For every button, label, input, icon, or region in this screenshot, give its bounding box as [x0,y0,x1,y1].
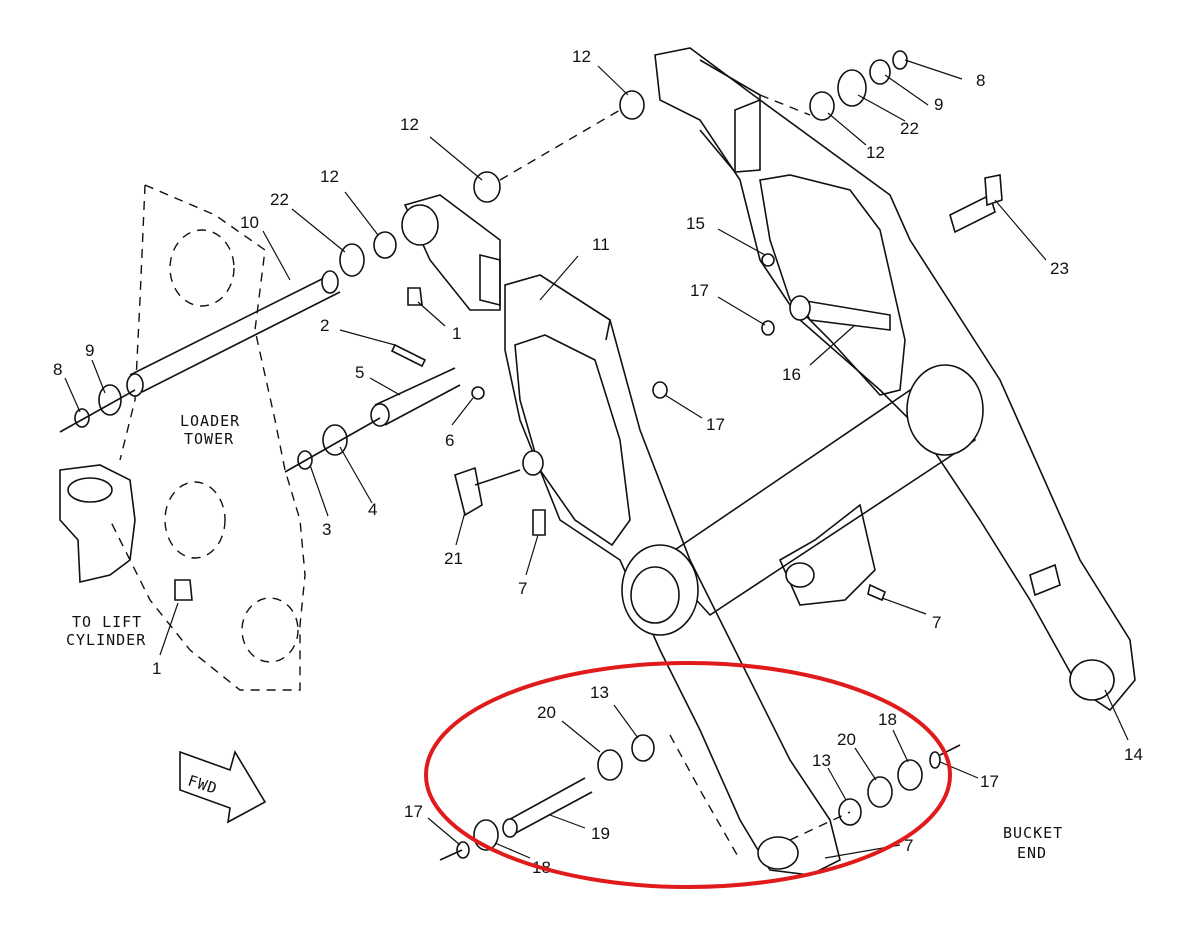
pin-10-assembly [59,231,397,433]
leader-lines [64,59,1129,859]
bucket-end-caption-line2: END [1017,844,1047,862]
top-right-pin-stack [473,50,908,203]
callout-label: 14 [1124,745,1143,764]
callout-label: 7 [518,579,527,598]
callout-label: 9 [85,341,94,360]
callout-label: 5 [355,363,364,382]
callout-label: 12 [572,47,591,66]
callout-label: 19 [591,824,610,843]
highlight-ellipse [424,661,952,889]
lift-cylinder-caption-line2: CYLINDER [66,631,146,649]
callout-label: 12 [866,143,885,162]
callout-label: 4 [368,500,377,519]
pin-19-assembly [439,734,961,861]
callout-label: 21 [444,549,463,568]
callout-label: 18 [878,710,897,729]
callout-label: 2 [320,316,329,335]
tower-pivot-block [401,194,501,311]
callout-numbers: 12 8 9 22 12 12 12 22 10 11 15 23 17 16 … [53,47,1143,877]
callout-label: 6 [445,431,454,450]
grease-fitting-1-lower [174,579,193,601]
callout-label: 8 [53,360,62,379]
callout-label: 11 [592,235,610,254]
callout-label: 17 [706,415,725,434]
callout-label: 15 [686,214,705,233]
callout-label: 13 [590,683,609,702]
callout-label: 3 [322,520,331,539]
callout-label: 23 [1050,259,1069,278]
callout-label: 22 [900,119,919,138]
callout-label: 20 [837,730,856,749]
lift-cylinder-caption-line1: TO LIFT [72,613,142,631]
loader-tower-caption-line1: LOADER [180,412,240,430]
callout-label: 17 [980,772,999,791]
callout-label: 9 [934,95,943,114]
pin-23 [652,174,1003,399]
bracket-21 [454,450,546,536]
callout-label: 13 [812,751,831,770]
callout-label: 22 [270,190,289,209]
grease-fitting-1-upper [407,287,423,306]
callout-label: 1 [152,659,161,678]
callout-label: 16 [782,365,801,384]
callout-label: 10 [240,213,259,232]
callout-label: 12 [320,167,339,186]
forward-arrow-icon: FWD [179,749,267,824]
callout-label: 1 [452,324,461,343]
callout-label: 17 [404,802,423,821]
callout-label: 7 [932,613,941,632]
callout-label: 17 [690,281,709,300]
callout-label: 20 [537,703,556,722]
loader-tower-caption-line2: TOWER [184,430,234,448]
loader-tower-plate [59,184,306,691]
pin-5-assembly [284,343,485,473]
lift-arm [504,47,1136,876]
callout-label: 12 [400,115,419,134]
callout-label: 8 [976,71,985,90]
fitting-7-right [867,583,887,602]
bucket-end-caption-line1: BUCKET [1003,824,1063,842]
callout-label: 7 [904,836,913,855]
